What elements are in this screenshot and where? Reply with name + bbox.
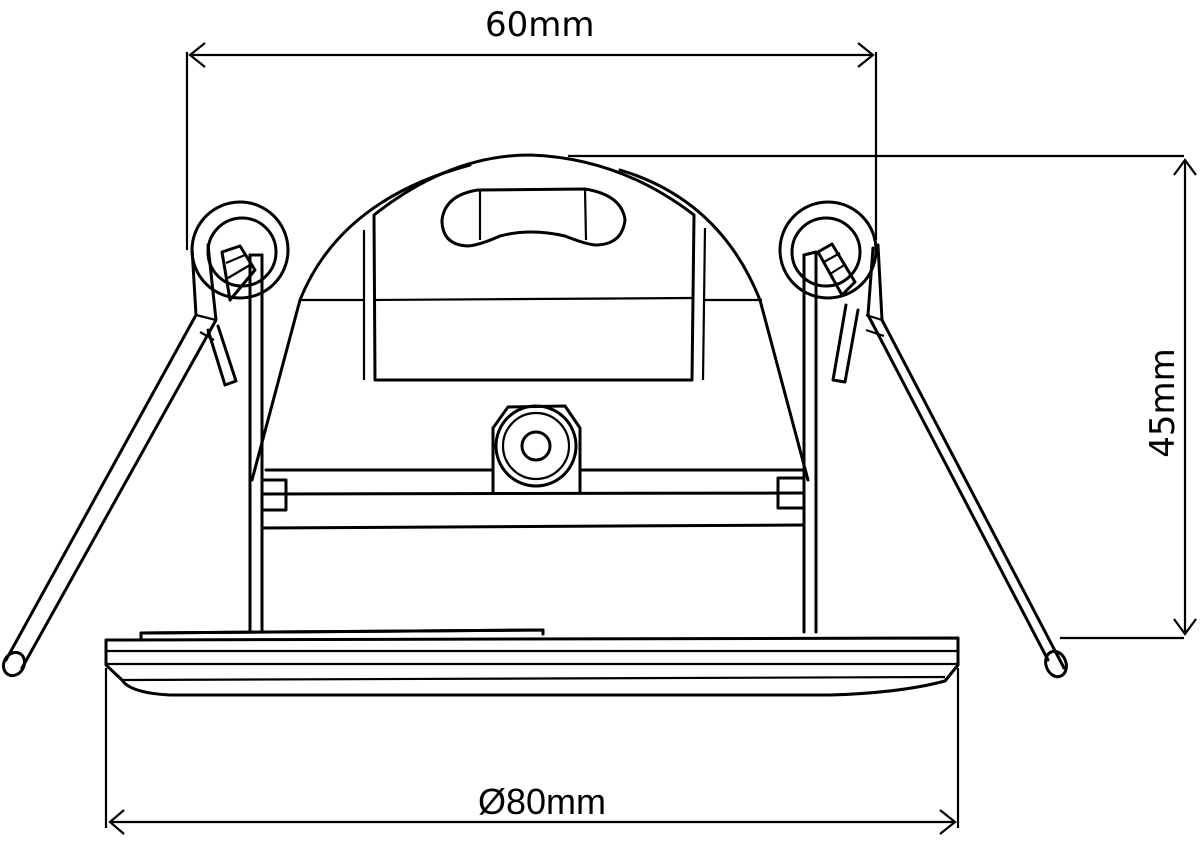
diameter-dimension-line	[104, 668, 960, 835]
pivot-screw	[491, 404, 582, 494]
height-dimension-line	[568, 154, 1197, 640]
spring-clip-left	[1, 200, 290, 678]
diameter-dimension-label: Ø80mm	[478, 781, 607, 822]
height-dimension-label: 45mm	[1143, 348, 1183, 458]
bezel-trim-ring	[104, 628, 960, 697]
adjustment-slot	[440, 187, 627, 248]
spring-clip-right	[778, 200, 1068, 679]
width-dimension-label: 60mm	[485, 5, 595, 45]
mounting-bracket	[248, 250, 818, 634]
width-dimension-line	[185, 42, 878, 250]
lamp-housing	[250, 153, 810, 482]
